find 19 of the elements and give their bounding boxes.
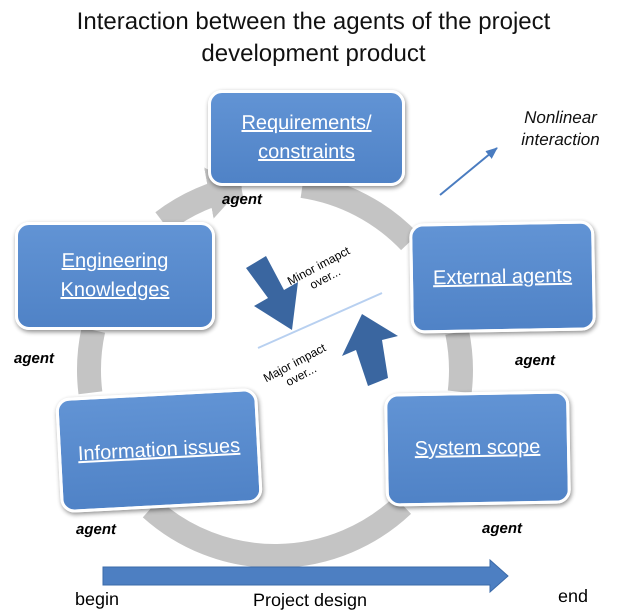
- agent-label: agent: [515, 352, 556, 369]
- agent-box: [384, 390, 571, 507]
- agent-label: agent: [14, 350, 54, 367]
- agent-label: agent: [76, 521, 116, 538]
- agent-label: agent: [482, 520, 522, 537]
- title: Interaction between the agents of the project development product: [76, 7, 552, 70]
- agent-label: agent: [222, 191, 262, 208]
- agent-name: Requirements/ constraints: [240, 111, 373, 165]
- axis-label: begin: [74, 589, 120, 610]
- annotation: Nonlinear interaction: [520, 106, 601, 151]
- axis-label: end: [556, 586, 590, 607]
- agent-name: Information issues: [76, 434, 242, 468]
- arrow: [439, 147, 498, 196]
- agent-box: [15, 222, 215, 330]
- agent-name: External agents: [432, 263, 574, 291]
- agent-box: [208, 90, 405, 186]
- axis-label: Project design: [252, 590, 368, 611]
- agent-name: Engineering Knowledges: [60, 249, 170, 303]
- agent-name: System scope: [414, 434, 542, 462]
